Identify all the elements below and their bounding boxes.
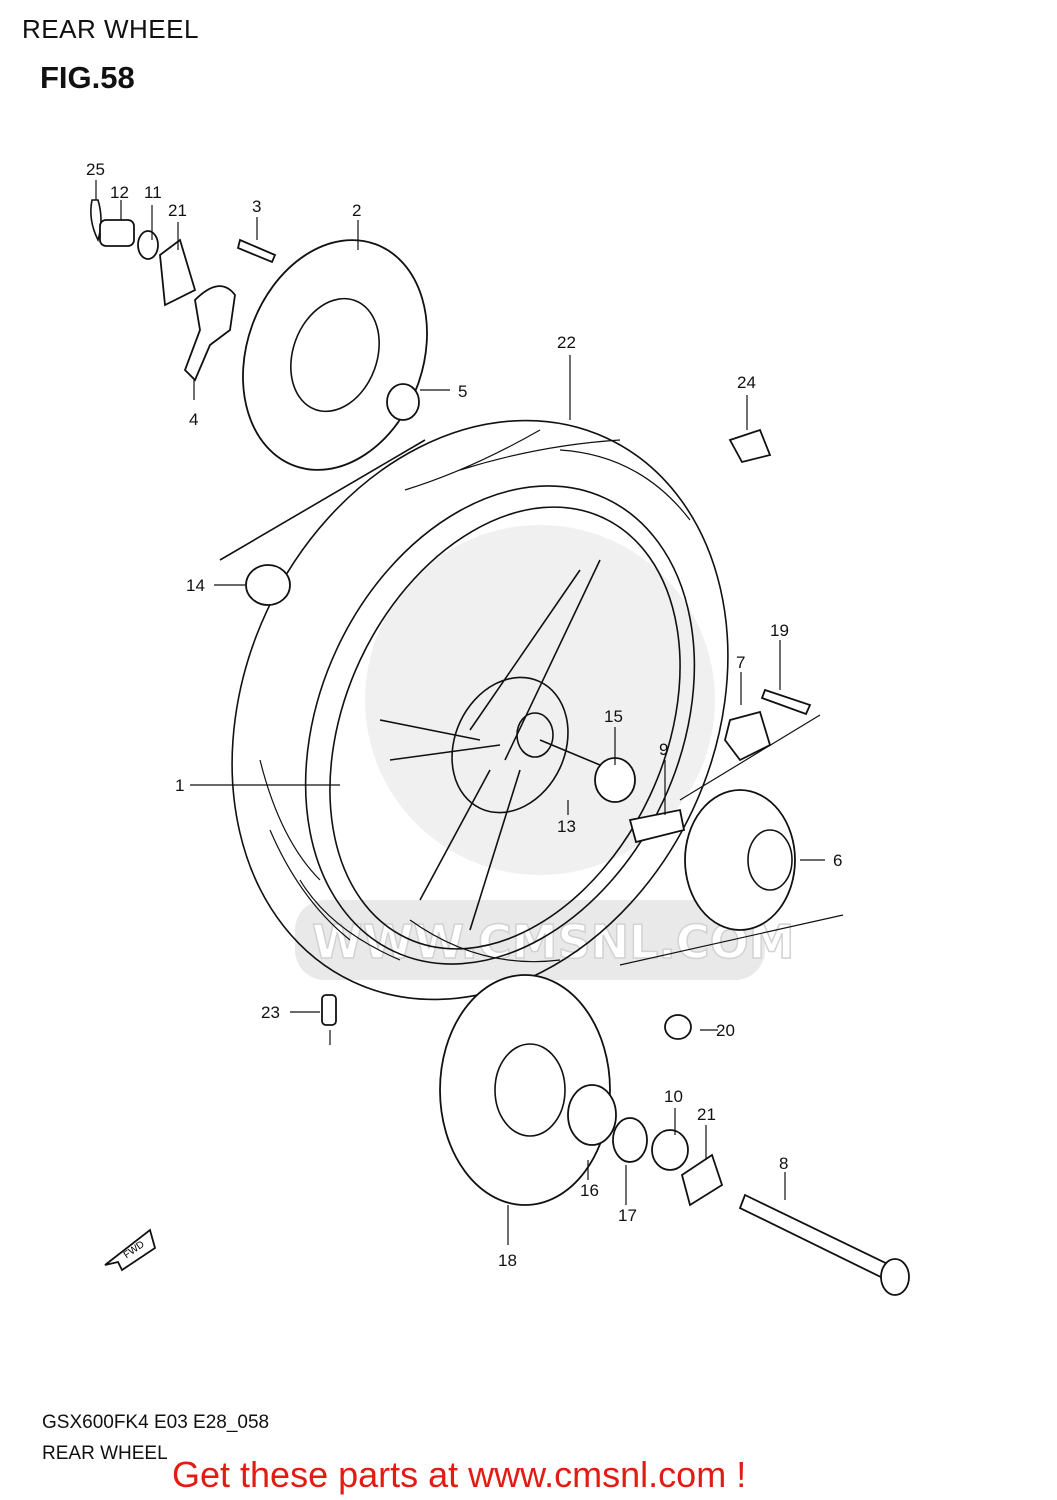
watermark-text: WWW.CMSNL.COM [312,915,795,969]
callout-16: 16 [580,1181,599,1200]
callout-6: 6 [833,851,842,870]
callout-25: 25 [86,160,105,179]
callout-5: 5 [458,382,467,401]
callout-13: 13 [557,817,576,836]
brake-disc [219,239,428,561]
cta-link[interactable]: Get these parts at www.cmsnl.com ! [172,1454,747,1495]
callout-19: 19 [770,621,789,640]
rear-wheel-assembly [231,419,729,1001]
callout-10: 10 [664,1087,683,1106]
callout-1: 1 [175,776,184,795]
callout-23: 23 [261,1003,280,1022]
callout-14: 14 [186,576,205,595]
page-title: REAR WHEEL [22,14,199,44]
callout-21-top: 21 [168,201,187,220]
watermark: WWW.CMSNL.COM [295,525,795,980]
callout-12: 12 [110,183,129,202]
callout-15: 15 [604,707,623,726]
callout-2: 2 [352,201,361,220]
callout-4: 4 [189,410,198,429]
callout-17: 17 [618,1206,637,1225]
small-parts [90,199,910,1296]
forward-arrow-icon: FWD [104,1228,157,1272]
leader-lines [95,180,844,1245]
callout-numbers: 25 12 11 21 3 2 4 5 22 24 14 19 7 15 9 1… [86,160,842,1270]
callout-7: 7 [736,653,745,672]
callout-21-bottom: 21 [697,1105,716,1124]
figure-number: FIG.58 [40,60,135,95]
callout-9: 9 [659,740,668,759]
diagram-code: GSX600FK4 E03 E28_058 [42,1412,270,1433]
callout-18: 18 [498,1251,517,1270]
callout-8: 8 [779,1154,788,1173]
callout-3: 3 [252,197,261,216]
callout-24: 24 [737,373,756,392]
callout-22: 22 [557,333,576,352]
diagram-name: REAR WHEEL [42,1443,168,1464]
callout-11: 11 [144,183,162,202]
callout-20: 20 [716,1021,735,1040]
